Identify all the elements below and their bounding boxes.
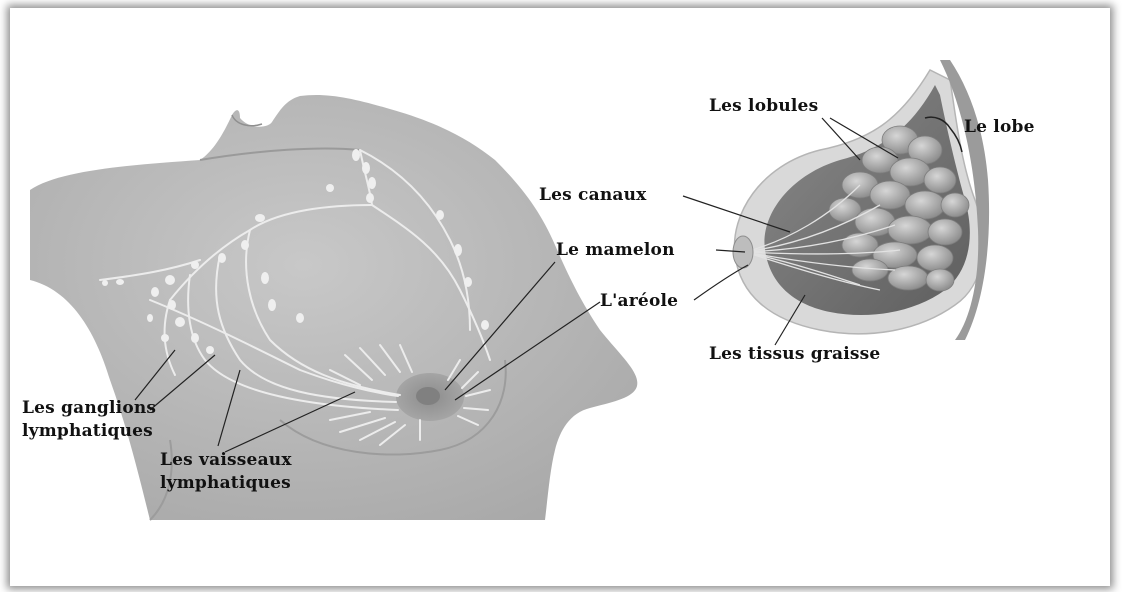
label-ganglions-line2: lymphatiques — [22, 420, 153, 442]
label-vaisseaux-line2: lymphatiques — [160, 472, 291, 494]
label-lobe: Le lobe — [964, 116, 1035, 138]
label-tissus-graisse: Les tissus graisse — [709, 343, 880, 365]
label-canaux: Les canaux — [539, 184, 647, 206]
label-areole: L'aréole — [600, 290, 678, 312]
label-lobules: Les lobules — [709, 95, 818, 117]
torso-silhouette — [30, 95, 637, 520]
label-vaisseaux-line1: Les vaisseaux — [160, 449, 292, 471]
label-mamelon: Le mamelon — [556, 239, 675, 261]
label-ganglions-line1: Les ganglions — [22, 397, 156, 419]
